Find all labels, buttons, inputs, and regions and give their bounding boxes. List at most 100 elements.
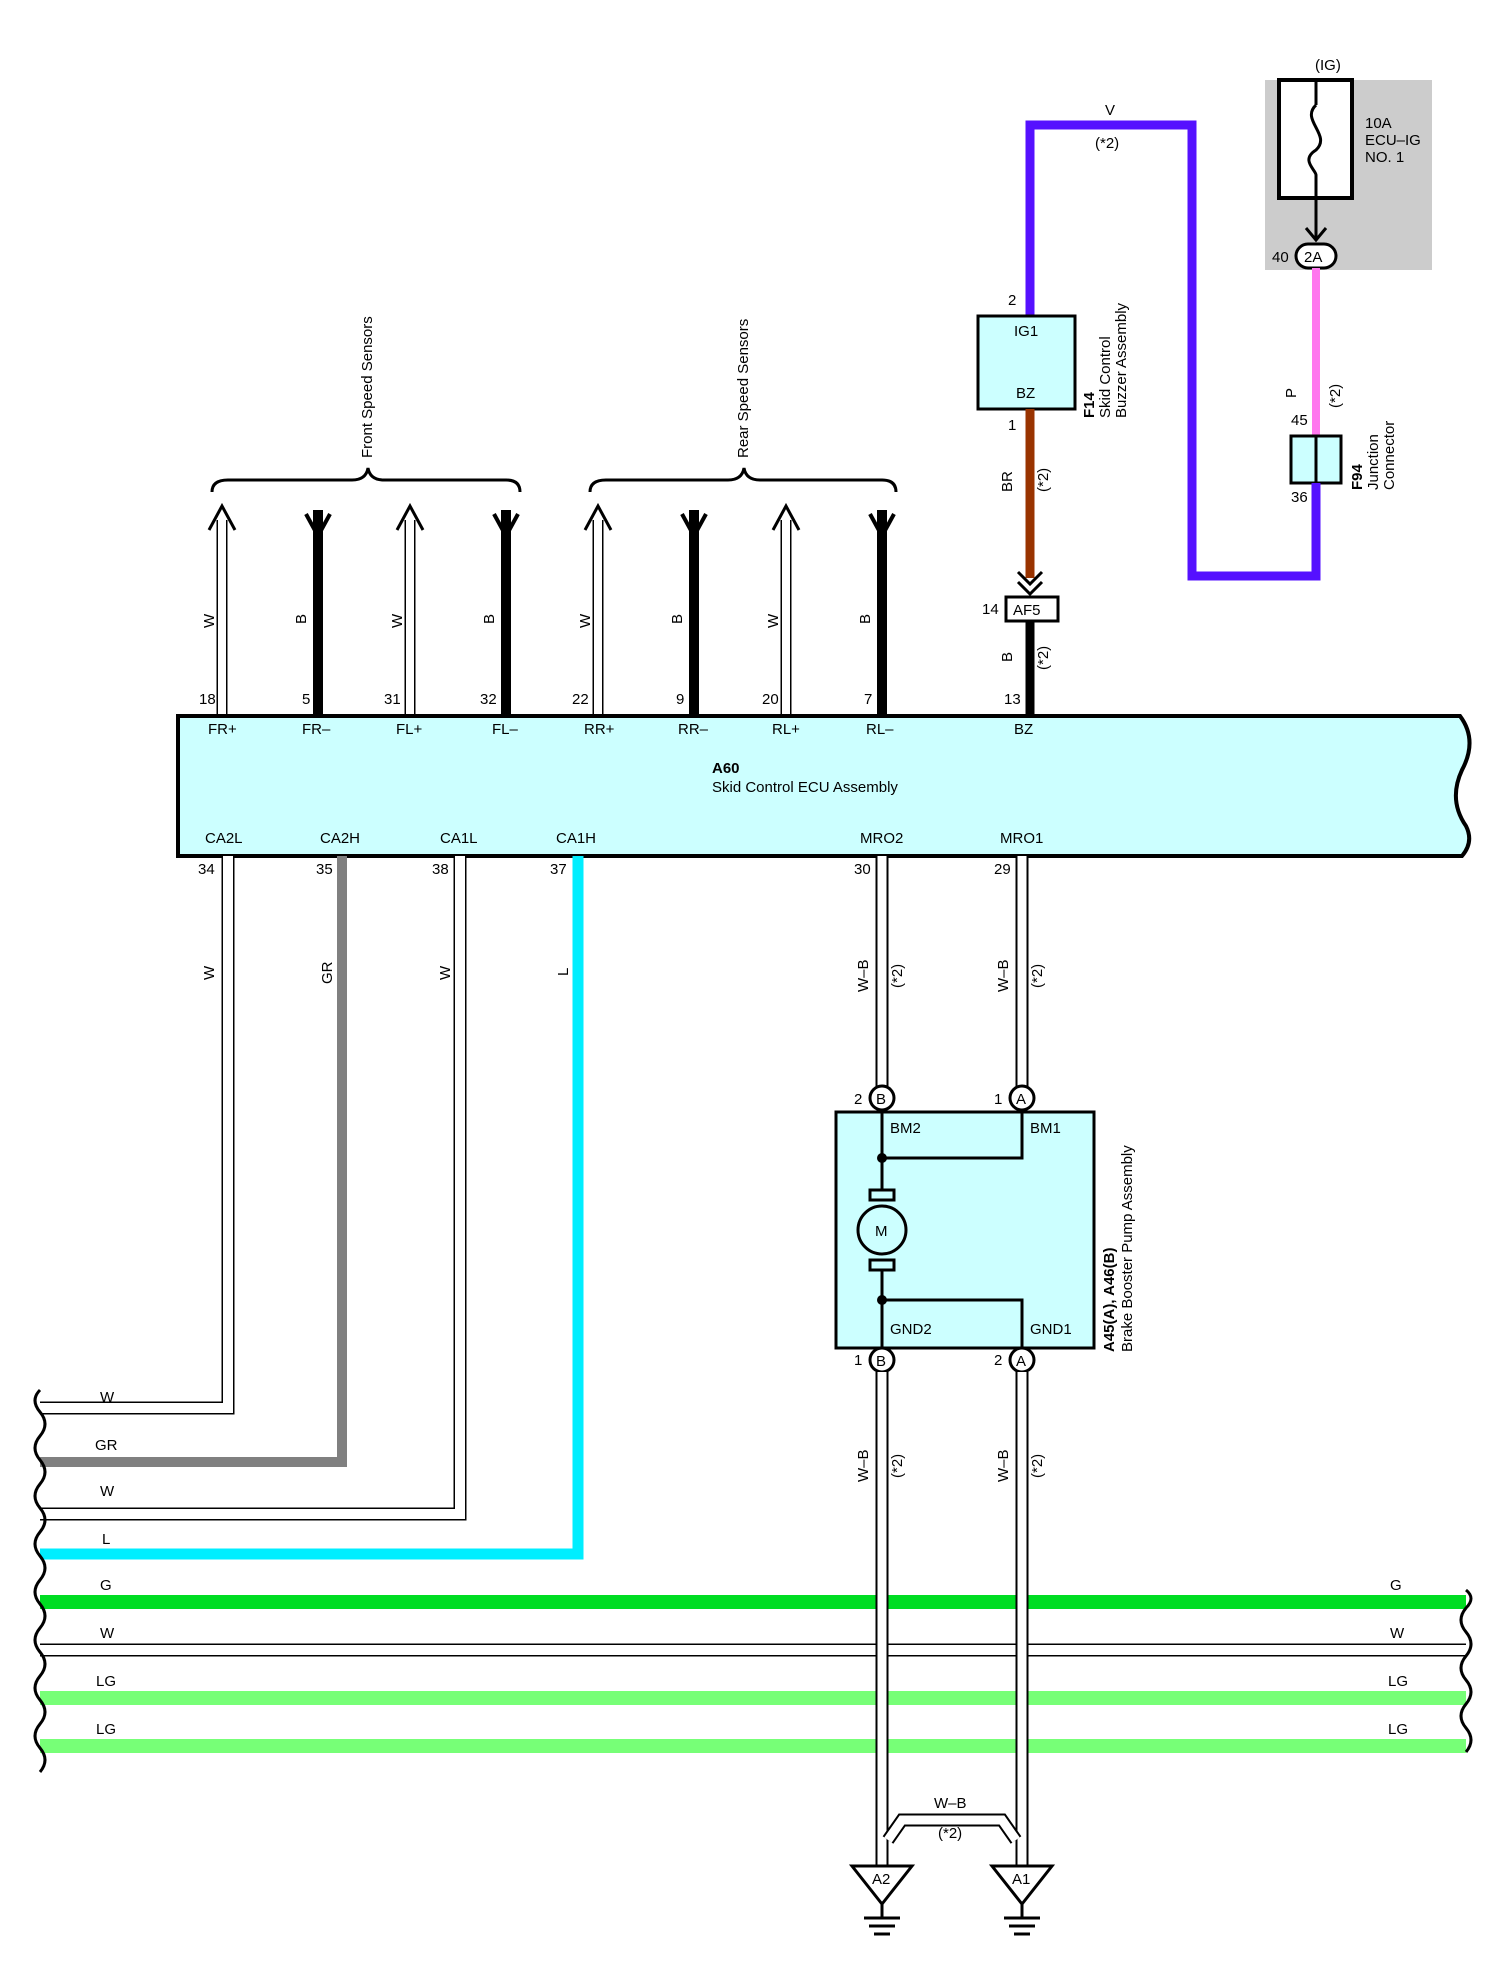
wire-v-color: V bbox=[1105, 102, 1115, 119]
top-wire-color: W bbox=[765, 613, 782, 628]
top-wire-pin: 20 bbox=[762, 691, 779, 708]
bus-label-right: LG bbox=[1388, 1721, 1408, 1738]
can-wire-ca2l: 34 W bbox=[40, 856, 235, 1415]
buzzer-pin-top: 2 bbox=[1008, 292, 1016, 309]
top-wire-color: B bbox=[293, 614, 310, 624]
top-wire-pin: 5 bbox=[302, 691, 310, 708]
ecu-name: Skid Control ECU Assembly bbox=[712, 779, 898, 796]
wire-b-bz-color: B bbox=[999, 652, 1016, 662]
ground-icon bbox=[848, 1864, 916, 1907]
rear-sensors-label: Rear Speed Sensors bbox=[735, 319, 752, 458]
wire-br-note: (*2) bbox=[1035, 468, 1052, 492]
wire-b-bz: B (*2) 13 bbox=[999, 621, 1052, 716]
junction-pin-in: 45 bbox=[1291, 412, 1308, 429]
pump-pin-bm2: 2 bbox=[854, 1091, 862, 1108]
ig-label: (IG) bbox=[1315, 57, 1341, 74]
wire-p: P (*2) bbox=[1283, 268, 1344, 436]
connector-a-label: A bbox=[1016, 1091, 1026, 1108]
can-wire-color: W bbox=[437, 965, 454, 980]
through-bus-lg-2: LG LG bbox=[40, 1721, 1466, 1753]
ground-icon bbox=[988, 1864, 1056, 1907]
junction-name-1: Junction bbox=[1365, 434, 1382, 490]
mro-pin: 30 bbox=[854, 861, 871, 878]
can-wire-pin: 34 bbox=[198, 861, 215, 878]
motor-icon bbox=[856, 1204, 908, 1256]
mro-color: W–B bbox=[855, 959, 872, 992]
left-bus-label: L bbox=[102, 1531, 110, 1548]
mro-pin: 29 bbox=[994, 861, 1011, 878]
left-break-line bbox=[33, 1388, 47, 1773]
ecu-term: FL– bbox=[492, 721, 519, 738]
double-arrow-icon bbox=[1016, 570, 1044, 597]
fuse-name-2: NO. 1 bbox=[1365, 149, 1404, 166]
mro-note: (*2) bbox=[1029, 964, 1046, 988]
can-wire-ca1h: 37 L bbox=[40, 856, 584, 1560]
wire-v-note: (*2) bbox=[1095, 135, 1119, 152]
ecu-term: FL+ bbox=[396, 721, 423, 738]
ecu-term: BZ bbox=[1014, 721, 1033, 738]
can-wire-ca2h: 35 GR bbox=[40, 856, 347, 1467]
top-wire-rr-plus: W 22 bbox=[572, 502, 613, 716]
ecu-term: RL+ bbox=[772, 721, 800, 738]
ecu-term: RR+ bbox=[584, 721, 615, 738]
top-wire-fl-minus: B 32 bbox=[480, 510, 520, 716]
top-wire-pin: 22 bbox=[572, 691, 589, 708]
connector-af5: 14 AF5 bbox=[982, 595, 1060, 623]
ecu-box bbox=[176, 714, 1472, 858]
pump-term-gnd2: GND2 bbox=[890, 1321, 932, 1338]
bz-pin: 13 bbox=[1004, 691, 1021, 708]
junction-name-2: Connector bbox=[1381, 421, 1398, 490]
top-wire-color: B bbox=[857, 614, 874, 624]
ecu-term: FR– bbox=[302, 721, 331, 738]
ecu-term: CA1H bbox=[556, 830, 596, 847]
junction-id: F94 bbox=[1349, 463, 1366, 490]
wire-br-color: BR bbox=[999, 471, 1016, 492]
can-wire-color: L bbox=[555, 968, 572, 976]
fuse-amp: 10A bbox=[1365, 115, 1392, 132]
pump-id: A45(A), A46(B) bbox=[1101, 1248, 1118, 1352]
top-wire-rl-minus: B 7 bbox=[857, 510, 896, 716]
connector-b-label: B bbox=[876, 1091, 886, 1108]
bus-label-right: W bbox=[1390, 1625, 1405, 1642]
ecu-a60: FR+ FR– FL+ FL– RR+ RR– RL+ RL– BZ A60 S… bbox=[176, 714, 1472, 858]
ecu-term: CA1L bbox=[440, 830, 478, 847]
skid-control-buzzer: 2 IG1 BZ 1 F14 Skid Control Buzzer Assem… bbox=[976, 292, 1130, 434]
arrow-down-icon bbox=[492, 513, 520, 541]
gnd1-wire: W–B (*2) bbox=[995, 1372, 1046, 1880]
gnd-wire-color: W–B bbox=[855, 1449, 872, 1482]
top-wire-fr-plus: W 18 bbox=[199, 502, 237, 716]
top-wire-rr-minus: B 9 bbox=[669, 510, 708, 716]
fuse-icon bbox=[1307, 103, 1323, 176]
rear-sensors-brace bbox=[588, 467, 898, 493]
pump-term-gnd1: GND1 bbox=[1030, 1321, 1072, 1338]
power-supply: (IG) 10A ECU–IG NO. 1 40 2A bbox=[1265, 57, 1432, 270]
wire-br: BR (*2) bbox=[999, 409, 1052, 597]
can-wire-pin: 35 bbox=[316, 861, 333, 878]
buzzer-id: F14 bbox=[1081, 391, 1098, 418]
pump-term-bm2: BM2 bbox=[890, 1120, 921, 1137]
gnd2-wire: W–B (*2) bbox=[855, 1372, 906, 1880]
top-wire-pin: 9 bbox=[676, 691, 684, 708]
ecu-term: MRO1 bbox=[1000, 830, 1043, 847]
front-sensors-brace bbox=[210, 467, 522, 493]
top-wire-pin: 31 bbox=[384, 691, 401, 708]
through-bus-w: W W bbox=[40, 1625, 1466, 1657]
top-wire-pin: 32 bbox=[480, 691, 497, 708]
af5-pin: 14 bbox=[982, 601, 999, 618]
buzzer-term-top: IG1 bbox=[1014, 323, 1038, 340]
arrow-up-icon bbox=[583, 502, 613, 531]
arrow-down-icon bbox=[680, 513, 708, 541]
mro1-wire: 29 W–B (*2) bbox=[994, 856, 1046, 1098]
arrow-up-icon bbox=[771, 502, 801, 531]
buzzer-pin-bottom: 1 bbox=[1008, 417, 1016, 434]
top-wire-color: W bbox=[389, 613, 406, 628]
junction-pin-out: 36 bbox=[1291, 489, 1308, 506]
gnd-wire-note: (*2) bbox=[1029, 1454, 1046, 1478]
left-bus-label: W bbox=[100, 1389, 115, 1406]
arrow-down-icon bbox=[1304, 227, 1328, 243]
ecu-term: CA2H bbox=[320, 830, 360, 847]
mro-color: W–B bbox=[995, 959, 1012, 992]
top-wire-color: W bbox=[201, 613, 218, 628]
top-wire-pin: 7 bbox=[864, 691, 872, 708]
connector-a-label: A bbox=[1016, 1353, 1026, 1370]
